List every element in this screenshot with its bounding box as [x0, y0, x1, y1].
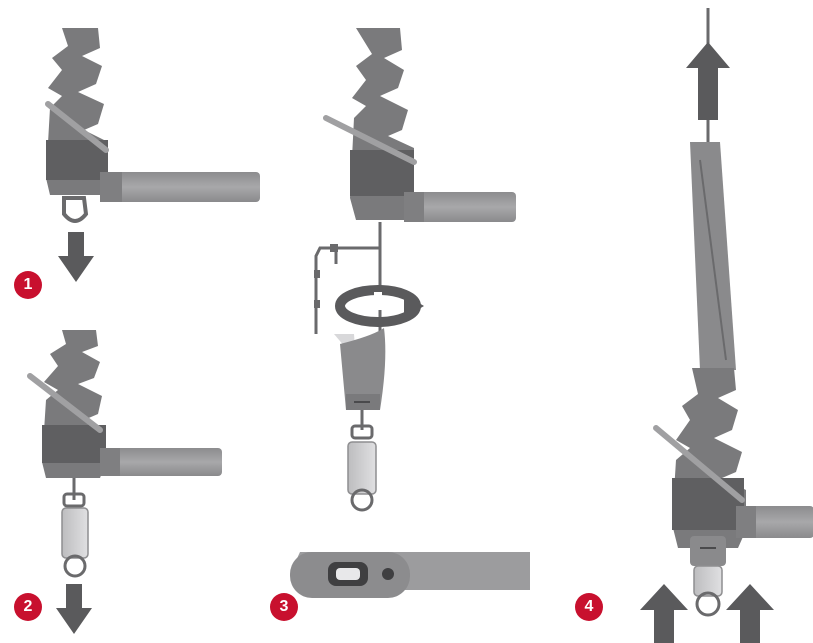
bar-end-detail — [290, 552, 530, 598]
bar-4 — [748, 506, 813, 538]
release-pin-2 — [27, 373, 103, 433]
bar-1 — [110, 172, 260, 202]
panel-2 — [27, 330, 222, 634]
leash-strap-2 — [61, 507, 89, 559]
d-ring-1 — [62, 196, 89, 223]
bar-2 — [112, 448, 222, 476]
step-badge-2: 2 — [14, 593, 42, 621]
up-arrow-icon — [640, 584, 688, 643]
release-handle-3 — [340, 328, 386, 410]
up-arrow-icon — [686, 42, 730, 120]
rotate-arrow-icon — [335, 285, 424, 327]
step-badge-3: 3 — [270, 593, 298, 621]
step-badge-1: 1 — [14, 271, 42, 299]
step-badge-4: 4 — [575, 593, 603, 621]
stopper-block-4 — [672, 478, 744, 530]
release-pin-1 — [45, 101, 109, 153]
leash-strap-3 — [347, 441, 377, 495]
down-arrow-icon — [58, 232, 94, 282]
release-pin-3 — [323, 115, 417, 165]
panel-3 — [290, 28, 530, 598]
panel-4 — [640, 8, 813, 643]
bar-3 — [416, 192, 516, 222]
leash-ring-2 — [63, 554, 87, 578]
leash-ring-4 — [695, 591, 721, 617]
release-pin-4 — [653, 425, 745, 503]
leash-ring-3 — [350, 488, 374, 512]
down-arrow-icon — [56, 584, 92, 634]
panel-1 — [45, 28, 260, 282]
up-arrow-icon — [726, 584, 774, 643]
stopper-block-2 — [42, 425, 106, 463]
